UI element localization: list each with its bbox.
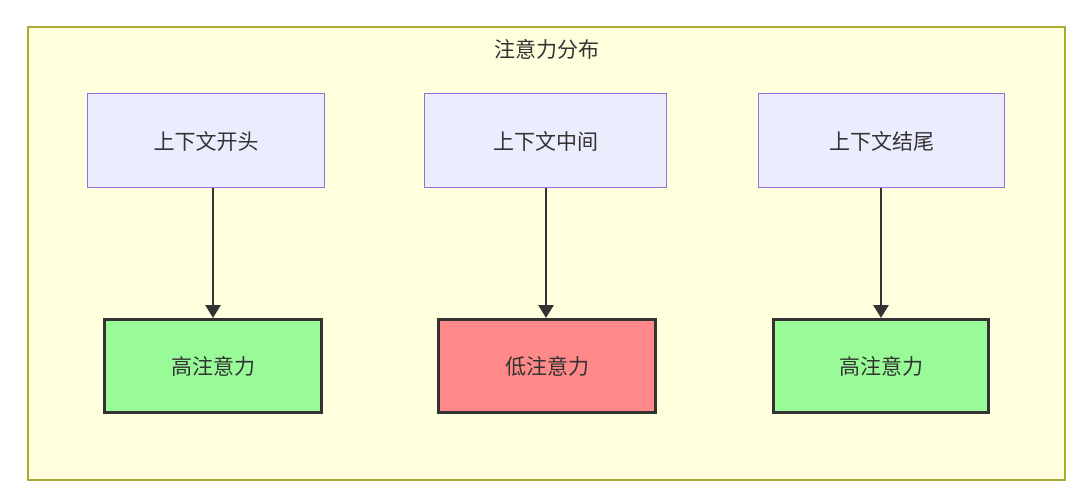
- node-high-attention-right: 高注意力: [772, 318, 990, 414]
- cluster-title: 注意力分布: [494, 39, 599, 62]
- node-low-attention-middle: 低注意力: [437, 318, 657, 414]
- edge-line-beginning-to-high: [212, 188, 214, 306]
- arrowhead-icon: [538, 305, 554, 318]
- edge-line-end-to-high: [880, 188, 882, 306]
- arrowhead-icon: [873, 305, 889, 318]
- node-label: 上下文结尾: [829, 130, 934, 154]
- node-context-middle: 上下文中间: [424, 93, 667, 188]
- node-label: 低注意力: [505, 356, 589, 379]
- node-label: 上下文中间: [493, 130, 598, 154]
- edge-line-middle-to-low: [545, 188, 547, 306]
- arrowhead-icon: [205, 305, 221, 318]
- node-context-end: 上下文结尾: [758, 93, 1005, 188]
- node-context-beginning: 上下文开头: [87, 93, 325, 188]
- node-label: 高注意力: [171, 356, 255, 379]
- node-label: 高注意力: [839, 356, 923, 379]
- node-high-attention-left: 高注意力: [103, 318, 323, 414]
- node-label: 上下文开头: [153, 130, 259, 154]
